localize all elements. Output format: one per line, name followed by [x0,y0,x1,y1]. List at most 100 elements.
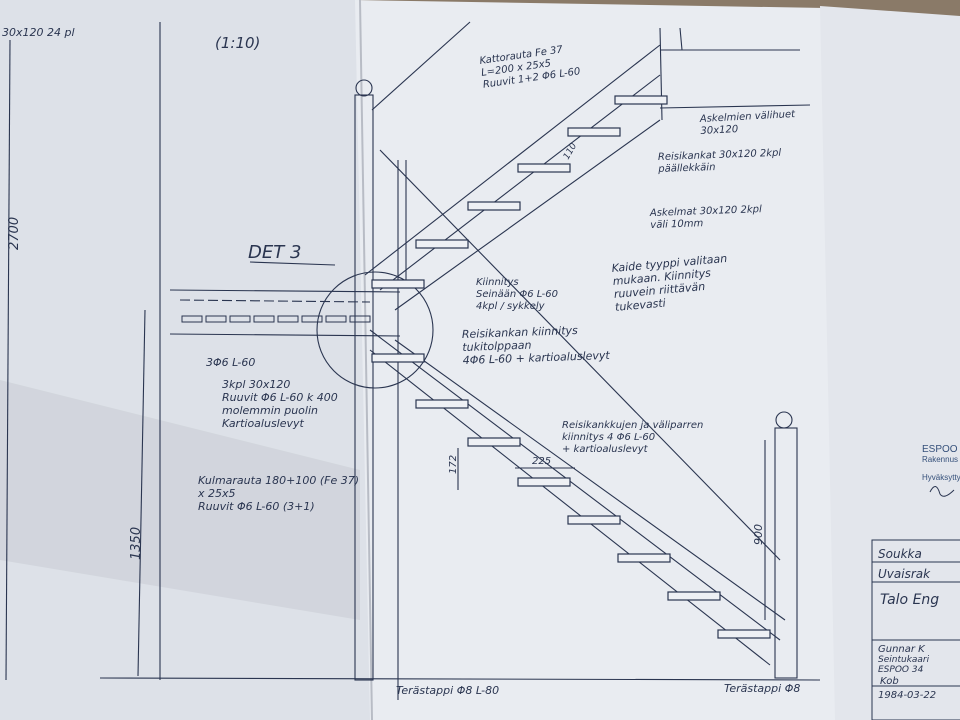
title-block [871,539,960,720]
detail-label: DET 3 [248,242,301,263]
label-line: x 25x5 [197,487,236,500]
shadow-band [0,380,360,620]
stair-tread [667,591,721,601]
paper-fold [359,0,373,720]
landing-board [181,315,203,323]
titleblock-row1: Soukka [878,547,922,561]
landing-board [277,315,299,323]
dim-rise: 172 [448,455,459,474]
stair-tread [567,515,621,525]
stair-tread [415,239,469,249]
label-line: molemmin puolin [222,404,318,417]
stair-tread [617,553,671,563]
stamp-approved: Hyväksytty [922,473,960,482]
label-line: Ruuvit Φ6 L-60 (3+1) [198,500,315,513]
stamp-sub: Rakennus [922,455,958,464]
upper-wall-2 [679,27,683,51]
titleblock-date: 1984-03-22 [878,690,936,701]
titleblock-city: ESPOO 34 [878,665,924,675]
paper-sheet-right [820,6,960,720]
steel-pin-left: Terästappi Φ8 L-80 [396,684,499,697]
stair-tread [467,437,521,447]
paper-sheet-center [355,0,840,720]
label-line: 30x120 [700,124,738,137]
stair-tread [517,163,571,173]
label-line: tukitolppaan [462,339,532,354]
label-line: Reisikankkujen ja väliparren [562,420,703,431]
newel-post-right-cap [775,411,793,429]
titleblock-row3: Talo Eng [880,592,939,608]
label-line: Ruuvit Φ6 L-60 k 400 [222,391,338,404]
label-line: väli 10mm [650,218,704,231]
detail-3-circle [316,271,434,389]
label-line: Askelmat 30x120 2kpl [649,204,762,219]
newel-post-left-cap [355,79,373,97]
floor-line [99,677,821,681]
landing-beam-mid [179,299,371,303]
label-line: Askelmien välihuet [699,109,797,125]
label-reisi-tuki: Reisikankan kiinnitystukitolppaan4Φ6 L-6… [462,323,611,367]
stair-tread [517,477,571,487]
label-line: 4Φ6 L-60 + kartioaluslevyt [463,349,611,367]
landing-beam-top [169,289,401,293]
upper-stringer-2 [379,74,661,291]
stair-tread [717,629,771,639]
label-line: + kartioaluslevyt [562,444,649,455]
lower-stringer-1 [369,329,781,641]
dim-step: 225 [532,456,551,467]
label-line: 4kpl / sykkely [476,301,546,312]
label-line: kiinnitys 4 Φ6 L-60 [562,432,655,443]
titleblock-person: Gunnar K [878,644,926,655]
stair-tread [415,399,469,409]
stamp-name: ESPOO [922,444,958,455]
label-line: tukevasti [615,296,667,313]
dim-1350: 1350 [129,527,144,560]
lower-stringer-3 [394,339,786,621]
steel-pin-right: Terästappi Φ8 [724,682,800,695]
label-line: Reisikankat 30x120 2kpl [658,148,782,163]
landing-board [229,315,251,323]
upper-floor-line-2 [659,104,811,109]
label-line: Reisikankan kiinnitys [462,324,579,341]
det-underline [249,261,336,266]
landing-boards [181,315,371,323]
dim-line-2700 [5,39,11,681]
label-line: Seinään Φ6 L-60 [476,289,558,300]
landing-beam-bot [169,333,401,337]
stair-tread [467,201,521,211]
upper-wall [659,27,663,121]
dim-2700: 2700 [7,217,22,250]
label-line: Kartioaluslevyt [222,417,305,430]
label-line: Kulmarauta 180+100 (Fe 37) [198,474,359,487]
upper-stringer-1 [364,44,661,276]
stamp-signature [929,486,955,497]
titleblock-row2: Uvaisrak [878,567,931,581]
label-reisikankat: Reisikankat 30x120 2kplpäällekkäin [657,148,782,175]
topleft-note: 30x120 24 pl [2,26,75,39]
titleblock-sign: Kob [880,676,899,687]
dim-rail: 900 [752,524,765,545]
dim-line-1350 [137,309,146,677]
landing-board [301,315,323,323]
label-line: päällekkäin [657,162,715,175]
label-line: 3kpl 30x120 [222,378,290,391]
landing-board [253,315,275,323]
joint-label: 3Φ6 L-60 [206,356,255,369]
stair-tread [371,279,425,289]
titleblock-person2: Seintukaari [878,655,930,665]
label-askelmat: Askelmat 30x120 2kplväli 10mm [649,204,763,231]
treads [371,95,771,639]
upper-stringer-3 [394,119,661,311]
scale-label: (1:10) [215,34,260,52]
landing-board [349,315,371,323]
upper-stringer-4 [371,21,471,111]
stair-tread [371,353,425,363]
landing-board [205,315,227,323]
stair-tread [614,95,668,105]
label-line: Kiinnitys [476,277,519,288]
